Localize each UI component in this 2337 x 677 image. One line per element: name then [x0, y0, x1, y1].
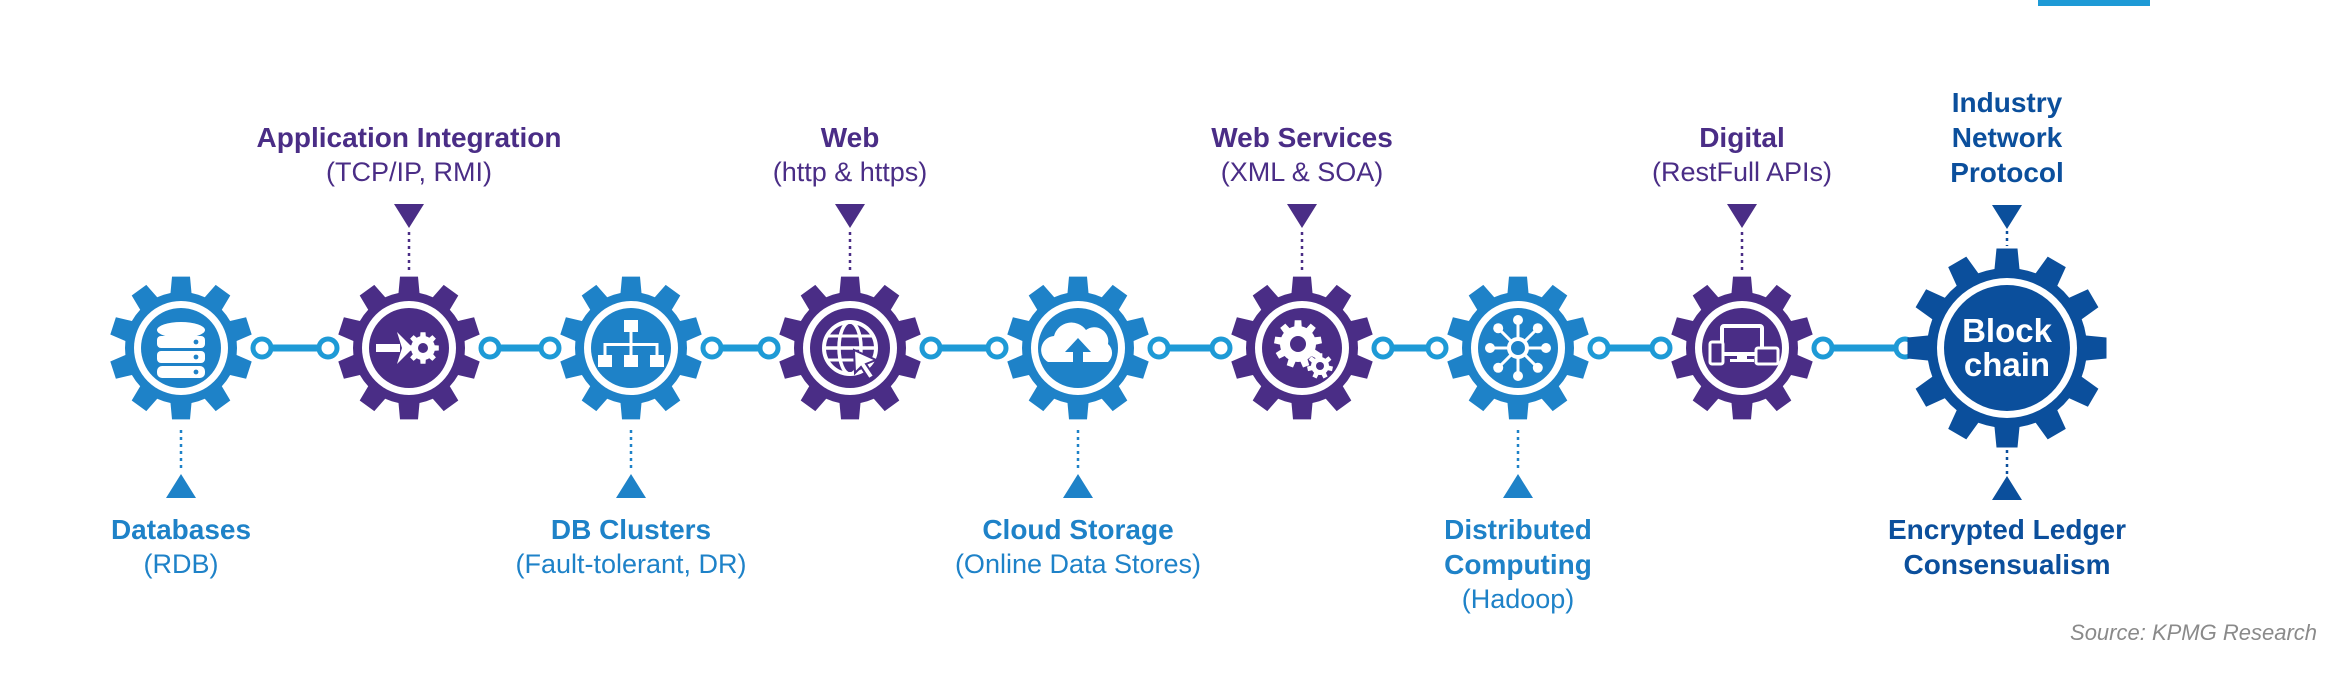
stage-gear-3 [560, 276, 702, 420]
blockchain-top-label-line: Protocol [1950, 157, 2064, 188]
connector-3 [700, 336, 781, 360]
stage-label-1: Databases (RDB) [111, 512, 251, 582]
stage-gear-7 [1447, 276, 1589, 420]
stage-title: Computing [1444, 549, 1592, 580]
stage-pointer-3 [616, 430, 646, 498]
blockchain-bottom-label-line: Consensualism [1903, 549, 2111, 580]
blockchain-pointers [1992, 205, 2022, 500]
stage-title: Application Integration [256, 122, 562, 153]
stage-title: Databases [110, 514, 252, 545]
stage-gear-4 [779, 276, 921, 420]
stage-gear-2 [338, 276, 480, 420]
blockchain-center-line2: chain [1964, 346, 2050, 383]
stage-gear-5 [1007, 276, 1149, 420]
source-note: Source: KPMG Research [2070, 620, 2317, 645]
stage-pointer-7 [1503, 430, 1533, 498]
stage-gear-8 [1671, 276, 1813, 420]
stage-label-5: Cloud Storage (Online Data Stores) [955, 512, 1201, 582]
stage-title: Web Services [1211, 122, 1393, 153]
database-icon [157, 322, 205, 378]
stage-label-2: Application Integration (TCP/IP, RMI) [257, 120, 562, 190]
stage-subtitle: (RestFull APIs) [1651, 157, 1833, 187]
connector-5 [1147, 336, 1233, 360]
connector-6 [1371, 336, 1449, 360]
stage-subtitle: (http & https) [772, 157, 928, 187]
stage-title: Cloud Storage [982, 514, 1174, 545]
stage-pointer-5 [1063, 430, 1093, 498]
gears-icon [1274, 320, 1333, 379]
stage-title: Digital [1699, 122, 1785, 153]
devices-icon [1708, 324, 1780, 366]
connector-1 [250, 336, 340, 360]
stage-gear-1 [110, 276, 252, 420]
stage-label-6: Web Services (XML & SOA) [1211, 120, 1393, 190]
top-accent-bar [2038, 0, 2150, 6]
connector-8 [1811, 336, 1917, 360]
blockchain-bottom-label-line: Encrypted Ledger [1887, 514, 2127, 545]
blockchain-center-line1: Block [1962, 312, 2053, 349]
stage-subtitle: (TCP/IP, RMI) [325, 157, 493, 187]
integration-icon [376, 332, 439, 364]
stage-title: DB Clusters [550, 514, 712, 545]
stage-label-8: Digital (RestFull APIs) [1652, 120, 1832, 190]
stage-title: Web [820, 122, 880, 153]
hierarchy-icon [598, 320, 664, 367]
stage-subtitle: (RDB) [143, 549, 219, 579]
cloud-upload-icon [1041, 322, 1113, 366]
stage-title: Distributed [1444, 514, 1592, 545]
stage-subtitle: (Online Data Stores) [954, 549, 1202, 579]
stage-label-4: Web (http & https) [773, 120, 928, 190]
stage-subtitle: (XML & SOA) [1220, 157, 1384, 187]
stage-pointer-4 [835, 204, 865, 270]
stage-pointer-8 [1727, 204, 1757, 270]
blockchain-top-label-line: Network [1951, 122, 2063, 153]
network-hub-icon [1485, 315, 1551, 381]
blockchain-top-label-line: Industry [1951, 87, 2063, 118]
connector-4 [919, 336, 1009, 360]
globe-cursor-icon [822, 320, 879, 381]
stage-pointer-6 [1287, 204, 1317, 270]
stage-label-3: DB Clusters (Fault-tolerant, DR) [515, 512, 746, 582]
stage-pointer-1 [166, 430, 196, 498]
stage-pointer-2 [394, 204, 424, 270]
connector-2 [478, 336, 562, 360]
stage-subtitle: (Fault-tolerant, DR) [515, 549, 747, 579]
stage-subtitle: (Hadoop) [1461, 584, 1575, 614]
stage-gear-6 [1231, 276, 1373, 420]
connector-7 [1587, 336, 1673, 360]
